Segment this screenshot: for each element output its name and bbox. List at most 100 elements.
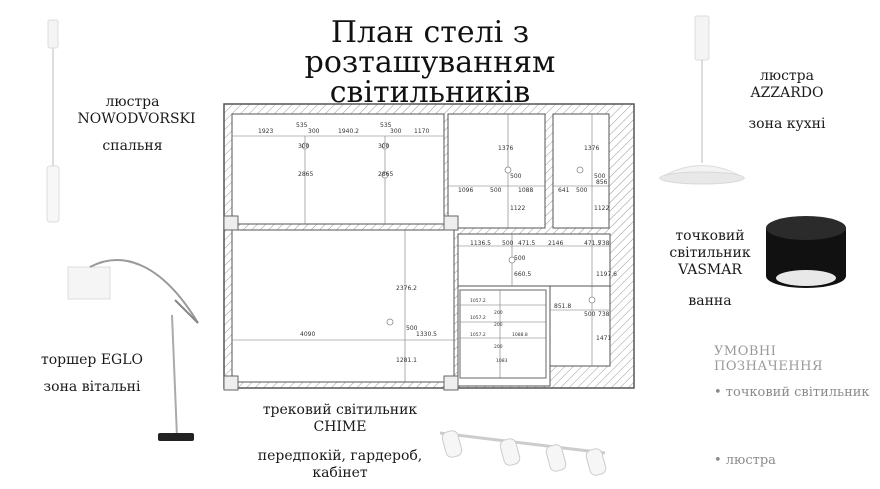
eglo-label: торшер EGLO зона вітальні: [28, 352, 156, 396]
chime-track-image: [439, 430, 607, 476]
nowodvorski-room: спальня: [102, 138, 163, 154]
dimension-lines: [232, 114, 610, 382]
eglo-floor-lamp-image: [67, 259, 199, 441]
room-living: [231, 229, 455, 383]
dim-300v1: 300: [298, 143, 310, 150]
azzardo-name-1: люстра: [760, 68, 814, 84]
dim-1170: 1170: [414, 128, 429, 135]
spot-light-marker: [504, 166, 512, 174]
azzardo-name-2: AZZARDO: [750, 85, 824, 101]
room-wardrobe: [459, 289, 547, 379]
dim-856: 856: [596, 179, 608, 186]
dim-300v2: 300: [378, 143, 390, 150]
spot-light-marker: [386, 318, 394, 326]
dim-471a: 471.5: [518, 240, 535, 247]
eglo-name: торшер EGLO: [40, 352, 144, 368]
dim-1376b: 1376: [584, 145, 599, 152]
dim-738a: 738: [598, 240, 610, 247]
page-title: План стелі з розташуванням світильників: [210, 18, 650, 108]
dim-738b: 738: [598, 311, 610, 318]
spot-light-marker: [381, 171, 389, 179]
dim-1923: 1923: [258, 128, 273, 135]
azzardo-room: зона кухні: [748, 116, 826, 132]
room-bathroom: [549, 285, 611, 367]
dim-500h: 500: [584, 311, 596, 318]
dim-1376a: 1376: [498, 145, 513, 152]
azzardo-pendant-image: [658, 15, 746, 185]
dim-1088: 1088: [518, 187, 533, 194]
azzardo-label: люстра AZZARDO зона кухні: [732, 68, 842, 133]
dim-1088b: 1088.8: [512, 332, 528, 338]
dim-2865b: 2865: [378, 171, 393, 178]
dim-1122a: 1122: [510, 205, 525, 212]
spot-light-markers: [301, 142, 596, 326]
dim-500d: 500: [576, 187, 588, 194]
dim-500g: 500: [406, 325, 418, 332]
spot-light-marker: [588, 296, 596, 304]
dim-300b: 300: [390, 128, 402, 135]
dim-1197: 1197.6: [596, 271, 617, 278]
column-3: [223, 375, 239, 391]
dim-200b: 200: [494, 322, 503, 328]
chime-name-2: CHIME: [313, 419, 367, 435]
title-line-1: План стелі з розташуванням: [304, 15, 556, 80]
dim-1057b: 1057.2: [470, 315, 486, 321]
vasmar-name-1: точковий: [675, 228, 745, 244]
dim-200a: 200: [494, 310, 503, 316]
vasmar-spot-image: [766, 216, 846, 288]
dim-1122b: 1122: [594, 205, 609, 212]
vasmar-label: точковий світильник VASMAR ванна: [660, 228, 760, 310]
nowodvorski-name: люстра NOWODVORSKI: [77, 94, 196, 127]
vasmar-name-3: VASMAR: [678, 262, 742, 278]
dim-2376: 2376.2: [396, 285, 417, 292]
dim-500a: 500: [510, 173, 522, 180]
spot-light-marker: [576, 166, 584, 174]
dim-2146: 2146: [548, 240, 563, 247]
column-2: [443, 215, 459, 231]
dim-1083: 1083: [496, 358, 508, 364]
title-line-2: світильників: [329, 75, 531, 110]
dim-1330: 1330.5: [416, 331, 437, 338]
dim-1057c: 1057.2: [470, 332, 486, 338]
chime-name-1: трековий світильник: [262, 402, 418, 418]
legend-header: УМОВНІ ПОЗНАЧЕННЯ: [714, 344, 823, 374]
vasmar-name-2: світильник: [669, 245, 751, 261]
dim-500e: 500: [502, 240, 514, 247]
dim-641: 641: [558, 187, 570, 194]
dim-535b: 535: [380, 122, 392, 129]
dim-1096: 1096: [458, 187, 473, 194]
nowodvorski-label: люстра NOWODVORSKI спальня: [60, 94, 205, 155]
room-bedroom: [231, 113, 445, 225]
chime-label: трековий світильник CHIME передпокій, га…: [245, 402, 435, 482]
nowodvorski-pendant-image: [46, 19, 60, 223]
dim-1281: 1281.1: [396, 357, 417, 364]
dim-2865a: 2865: [298, 171, 313, 178]
dim-1057a: 1057.2: [470, 298, 486, 304]
legend-item-spot: • точковий світильник: [714, 385, 870, 400]
vasmar-room: ванна: [688, 293, 732, 309]
spot-light-marker: [381, 142, 389, 150]
dim-660: 660.5: [514, 271, 531, 278]
dim-535a: 535: [296, 122, 308, 129]
column-4: [443, 375, 459, 391]
dim-1136: 1136.5: [470, 240, 491, 247]
eglo-room: зона вітальні: [43, 379, 141, 395]
room-kitchen: [447, 113, 546, 229]
dim-4090: 4090: [300, 331, 315, 338]
dim-500f: 500: [514, 255, 526, 262]
dim-1940: 1940.2: [338, 128, 359, 135]
dim-200c: 200: [494, 344, 503, 350]
spot-light-marker: [301, 142, 309, 150]
spot-light-marker: [508, 256, 516, 264]
dim-300a: 300: [308, 128, 320, 135]
ceiling-floor-plan: 1923 535 300 1940.2 535 300 1170 300 300…: [223, 103, 635, 391]
chime-rooms-1: передпокій, гардероб,: [257, 448, 423, 464]
legend-item-chandelier: • люстра: [714, 453, 776, 468]
column-1: [223, 215, 239, 231]
dim-500c: 500: [594, 173, 606, 180]
dim-1471: 1471: [596, 335, 611, 342]
dim-500b: 500: [490, 187, 502, 194]
chime-rooms-2: кабінет: [312, 465, 368, 481]
dim-471b: 471.5: [584, 240, 601, 247]
dim-851: 851.8: [554, 303, 571, 310]
